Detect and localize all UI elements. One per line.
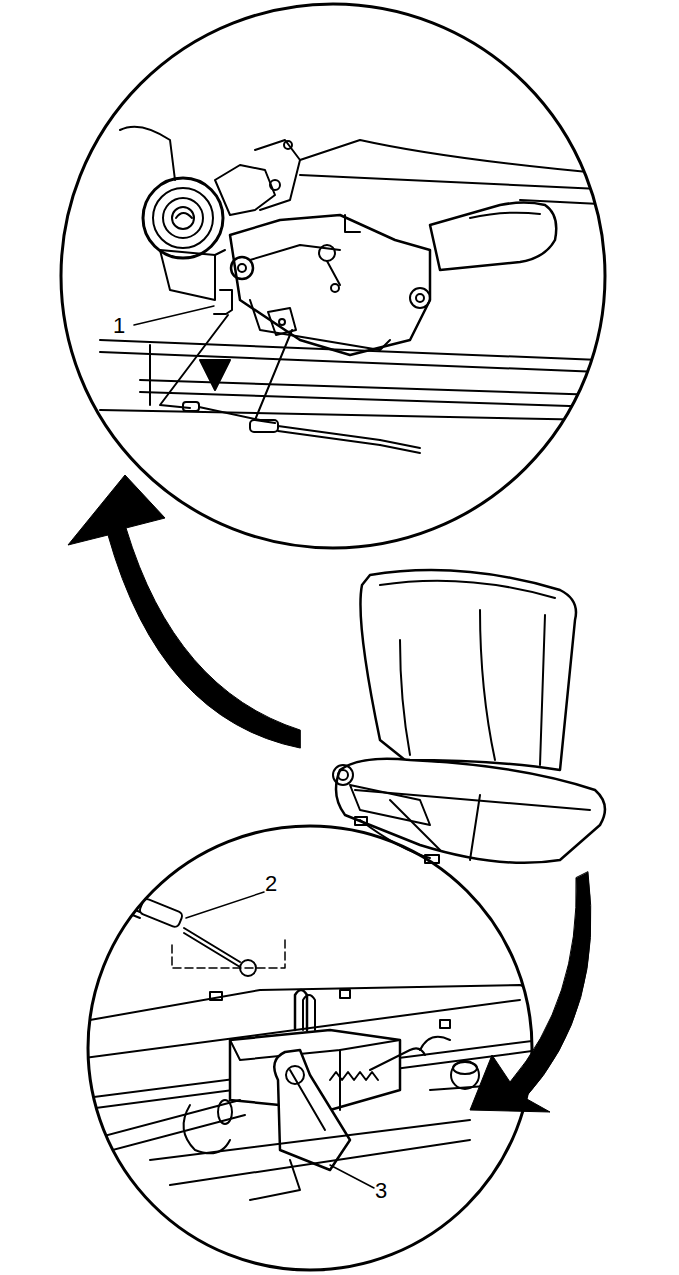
detail-circle	[61, 4, 605, 548]
leader-line	[186, 892, 264, 918]
detail-circle	[88, 826, 532, 1270]
track-latch-detail	[70, 895, 560, 1200]
recliner-detail	[100, 127, 620, 453]
leader-line	[134, 306, 214, 325]
callout-number: 2	[265, 873, 277, 895]
leader-line	[330, 1165, 374, 1188]
callout-number: 1	[113, 315, 125, 337]
callout-number: 3	[375, 1180, 387, 1202]
direction-arrow	[68, 475, 300, 748]
seat-overview	[333, 570, 605, 863]
